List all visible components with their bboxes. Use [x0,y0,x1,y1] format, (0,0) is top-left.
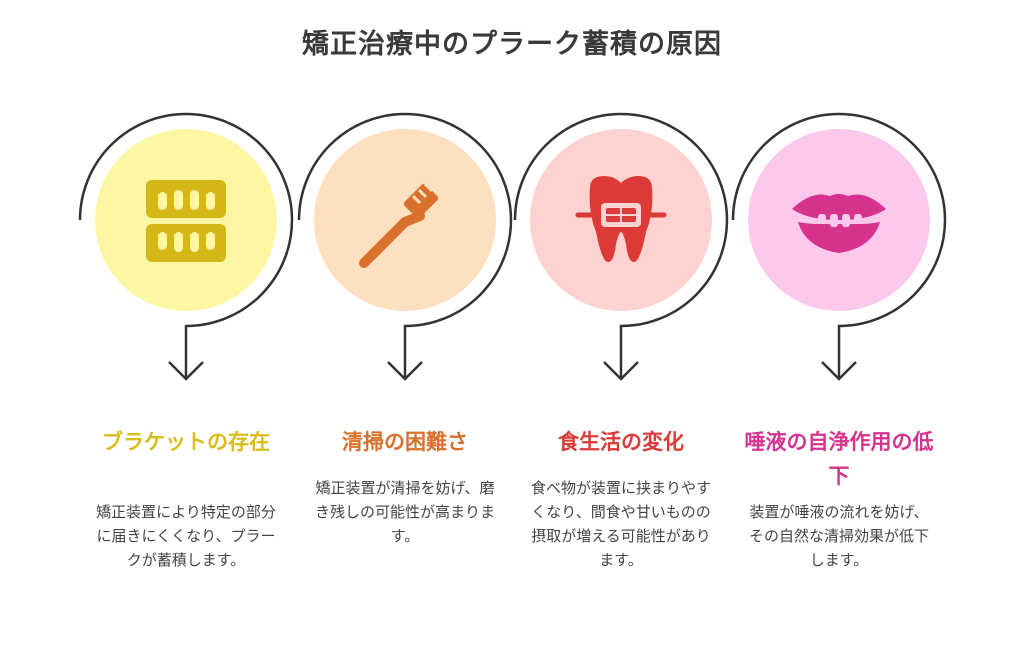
page-title: 矯正治療中のプラーク蓄積の原因 [302,29,722,60]
step-3-desc: 食べ物が装置に挟まりやすくなり、間食や甘いものの摂取が増える可能性があります。 [530,479,711,569]
step-1-title: ブラケットの存在 [102,430,270,454]
step-2-node [297,112,513,381]
step-3-arc [513,112,729,378]
step-4-desc: 装置が唾液の流れを妨げ、その自然な清掃効果が低下します。 [748,503,929,569]
step-2-arc [297,112,513,378]
step-4-title: 唾液の自浄作用の低下 [744,430,934,488]
step-4-arrowhead [821,361,857,381]
step-1-circle [95,129,277,311]
step-1-arrowhead [168,361,204,381]
step-1-node [78,112,294,381]
step-1-desc: 矯正装置により特定の部分に届きにくくなり、プラークが蓄積します。 [96,503,276,569]
step-2-title: 清掃の困難さ [342,430,468,454]
tooth-braces-icon [575,176,667,262]
toothbrush-icon [359,182,439,268]
mouth-icon [792,194,886,253]
step-2-arrowhead [387,361,423,381]
step-1-arc [78,112,294,378]
teeth-icon [146,180,226,262]
step-3-title: 食生活の変化 [558,430,684,454]
step-3-arrowhead [603,361,639,381]
step-3-node [513,112,729,381]
step-4-arc [731,112,947,378]
step-4-node [731,112,947,381]
step-2-desc: 矯正装置が清掃を妨げ、磨き残しの可能性が高まります。 [314,479,495,545]
